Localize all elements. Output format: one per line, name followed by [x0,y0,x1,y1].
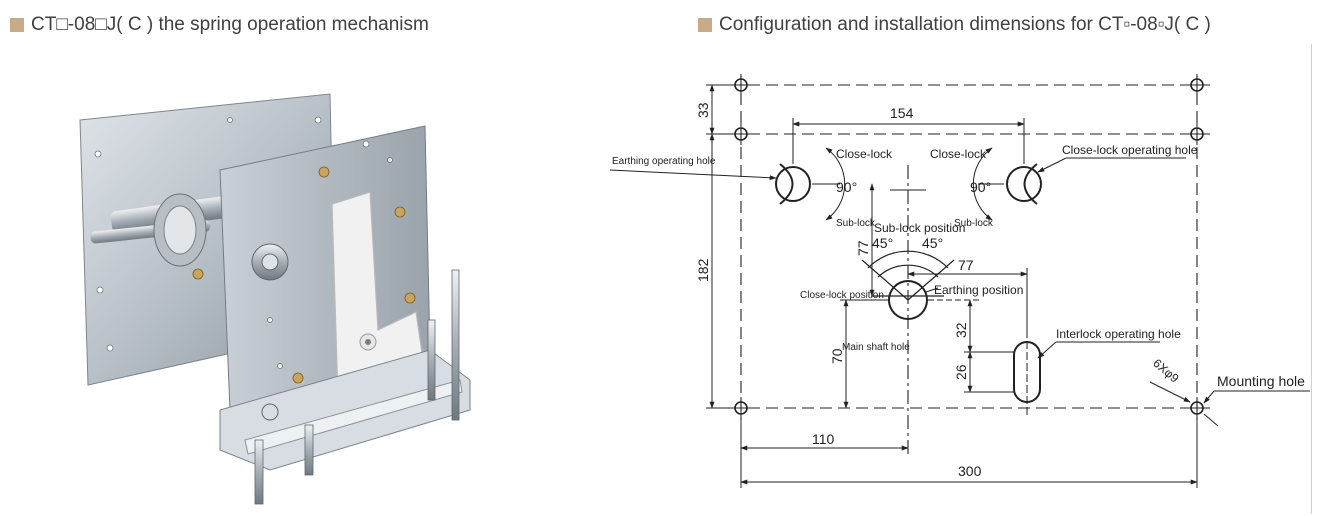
label-close-lock-position: Close-lock position [800,290,884,301]
label-close-lock-operating-hole: Close-lock operating hole [1062,143,1198,157]
dimension-drawing: Earthing operating hole Close-lock Close… [609,74,1310,488]
right-heading: Configuration and installation dimension… [698,14,1211,36]
label-interlock-operating-hole: Interlock operating hole [1056,327,1181,341]
label-sub-lock-left: Sub-lock [836,218,876,229]
label-close-lock-left: Close-lock [836,147,893,161]
dim-182: 182 [695,258,711,282]
right-border [1311,44,1312,514]
label-sub-lock-right: Sub-lock [954,218,994,229]
left-title: CT□-08□J( C ) the spring operation mecha… [31,14,429,35]
label-earthing-operating-hole: Earthing operating hole [612,156,716,167]
mechanism-photo [79,93,471,505]
dim-26: 26 [953,364,969,380]
heading-marker [698,18,712,32]
dim-300: 300 [958,463,982,479]
label-angle-45-right: 45° [922,235,943,251]
dim-154: 154 [890,105,914,121]
label-sub-lock-position: Sub-lock position [874,221,965,235]
earthing-operating-hole [775,163,811,205]
label-close-lock-right: Close-lock [930,147,987,161]
label-angle-90-left: 90° [836,179,857,195]
label-angle-90-right: 90° [970,179,991,195]
right-title: Configuration and installation dimension… [719,14,1211,35]
dim-77-horizontal: 77 [958,257,974,273]
label-earthing-position: Earthing position [934,283,1023,297]
label-angle-45-left: 45° [872,235,893,251]
dim-110: 110 [812,431,835,447]
dim-77-vertical: 77 [855,240,871,256]
dim-32: 32 [953,322,969,338]
dim-33: 33 [695,102,711,118]
label-hole-spec: 6Xφ9 [1150,356,1182,386]
heading-marker [10,18,24,32]
label-main-shaft-hole: Main shaft hole [842,342,910,353]
mounting-hole-markers [734,78,1204,415]
close-lock-operating-hole [1006,163,1042,205]
dim-70: 70 [829,348,845,364]
label-mounting-hole: Mounting hole [1217,373,1305,389]
left-heading: CT□-08□J( C ) the spring operation mecha… [10,14,429,36]
